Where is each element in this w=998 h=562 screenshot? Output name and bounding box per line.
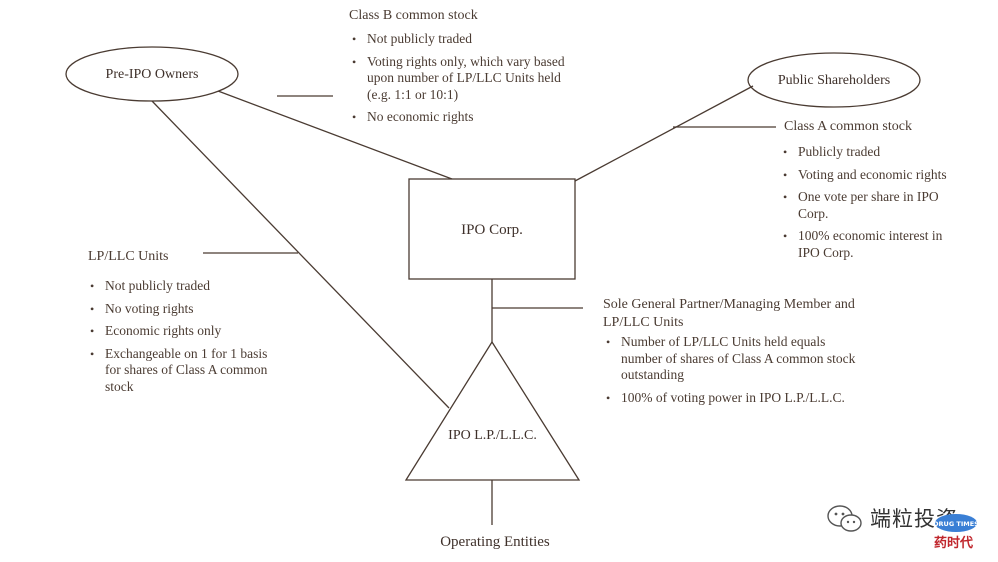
list-item: No voting rights [88,301,268,318]
pre-ipo-owners-label: Pre-IPO Owners [105,67,199,82]
watermark-subtext: 药时代 [934,536,974,551]
list-item: Exchangeable on 1 for 1 basis for shares… [88,346,268,396]
lp-units-title: LP/LLC Units [88,249,169,264]
sole-gp-bullets: Number of LP/LLC Units held equals numbe… [604,334,859,412]
list-item: Voting rights only, which vary based upo… [350,54,565,104]
class-b-title: Class B common stock [349,8,478,23]
watermark: 端粒投资 DRUG TIMES 药时代 [826,500,978,554]
owners-to-corp-line [217,90,453,180]
list-item: Voting and economic rights [781,167,966,184]
list-item: Publicly traded [781,144,966,161]
list-item: Economic rights only [88,323,268,340]
ipo-corp-label: IPO Corp. [461,222,523,238]
class-a-title: Class A common stock [784,119,912,134]
ipo-lp-label: IPO L.P./L.L.C. [448,428,537,443]
class-a-bullets: Publicly traded Voting and economic righ… [781,144,966,267]
list-item: Not publicly traded [88,278,268,295]
list-item: 100% economic interest in IPO Corp. [781,228,966,261]
public-shareholders-ellipse [747,52,921,108]
operating-entities-label: Operating Entities [440,534,550,550]
drug-times-logo-icon: DRUG TIMES [934,514,978,532]
ipo-lp-triangle [404,340,581,481]
list-item: One vote per share in IPO Corp. [781,189,966,222]
list-item: Number of LP/LLC Units held equals numbe… [604,334,859,384]
list-item: No economic rights [350,109,565,126]
public-to-corp-line [574,85,754,182]
wechat-icon [827,505,862,532]
svg-text:DRUG TIMES: DRUG TIMES [934,520,978,528]
public-shareholders-label: Public Shareholders [777,73,891,88]
list-item: 100% of voting power in IPO L.P./L.L.C. [604,390,859,407]
class-b-bullets: Not publicly traded Voting rights only, … [350,31,565,132]
lp-units-bullets: Not publicly traded No voting rights Eco… [88,278,268,401]
owners-to-lp-line [151,100,450,409]
list-item: Not publicly traded [350,31,565,48]
sole-gp-title: Sole General Partner/Managing Member and… [603,297,855,330]
